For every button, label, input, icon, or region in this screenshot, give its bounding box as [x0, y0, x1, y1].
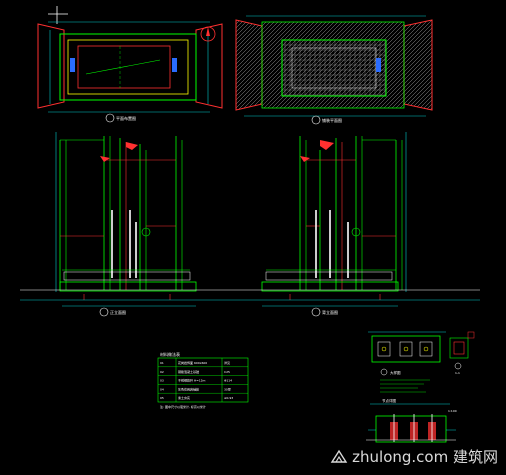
table-note: 注: 图中尺寸以毫米计, 标高以米计 [160, 404, 206, 409]
watermark-text: zhulong.com 建筑网 [352, 448, 498, 466]
table-cell: ≥0.93 [224, 396, 233, 400]
watermark: zhulong.com 建筑网 [330, 446, 498, 467]
table-title: 材料做法表 [160, 351, 180, 357]
table-cell: 03 [160, 379, 164, 383]
plan-b: 铺装平面图 [235, 15, 433, 125]
table-cell: 30厚 [224, 386, 231, 391]
plan-a-title: 平面布置图 [116, 115, 136, 121]
detail-a-title: 大样图 [390, 370, 401, 375]
table-cell: C25 [224, 370, 230, 374]
table-cell: 素土夯实 [178, 395, 190, 400]
detail-a: 大样图 1-1 [368, 331, 475, 393]
detail-b-title: 节点详图 [382, 398, 396, 403]
table-cell: 01 [160, 361, 164, 365]
table-cell: 04 [160, 387, 164, 391]
section-tag: 1-1 [455, 371, 460, 375]
material-table: 材料做法表 01 花岗岩饰面 600x600 详见 02 钢筋混凝土基础 C25 03 不锈钢… [157, 351, 249, 409]
table-cell: 02 [160, 370, 164, 374]
detail-b: 节点详图 1:100 [366, 398, 457, 443]
table-cell: 详见 [224, 360, 230, 365]
table-cell: Φ114 [224, 379, 232, 383]
table-cell: 灰色花岗岩铺装 [178, 386, 199, 391]
table-cell: 不锈钢旗杆 H=12m [178, 378, 206, 383]
elevation-b-title: 背立面图 [322, 309, 338, 315]
plan-a: 平面布置图 [37, 6, 223, 123]
table-cell: 钢筋混凝土基础 [178, 369, 199, 374]
plan-b-title: 铺装平面图 [322, 117, 342, 123]
elevation-a-title: 正立面图 [110, 309, 126, 315]
table-cell: 05 [160, 396, 164, 400]
elevation-a: 正立面图 [20, 132, 250, 317]
elevation-b: 背立面图 [250, 132, 480, 317]
table-cell: 花岗岩饰面 600x600 [178, 360, 207, 365]
scale-note: 1:100 [448, 409, 457, 413]
logo-mark-icon [330, 449, 348, 463]
